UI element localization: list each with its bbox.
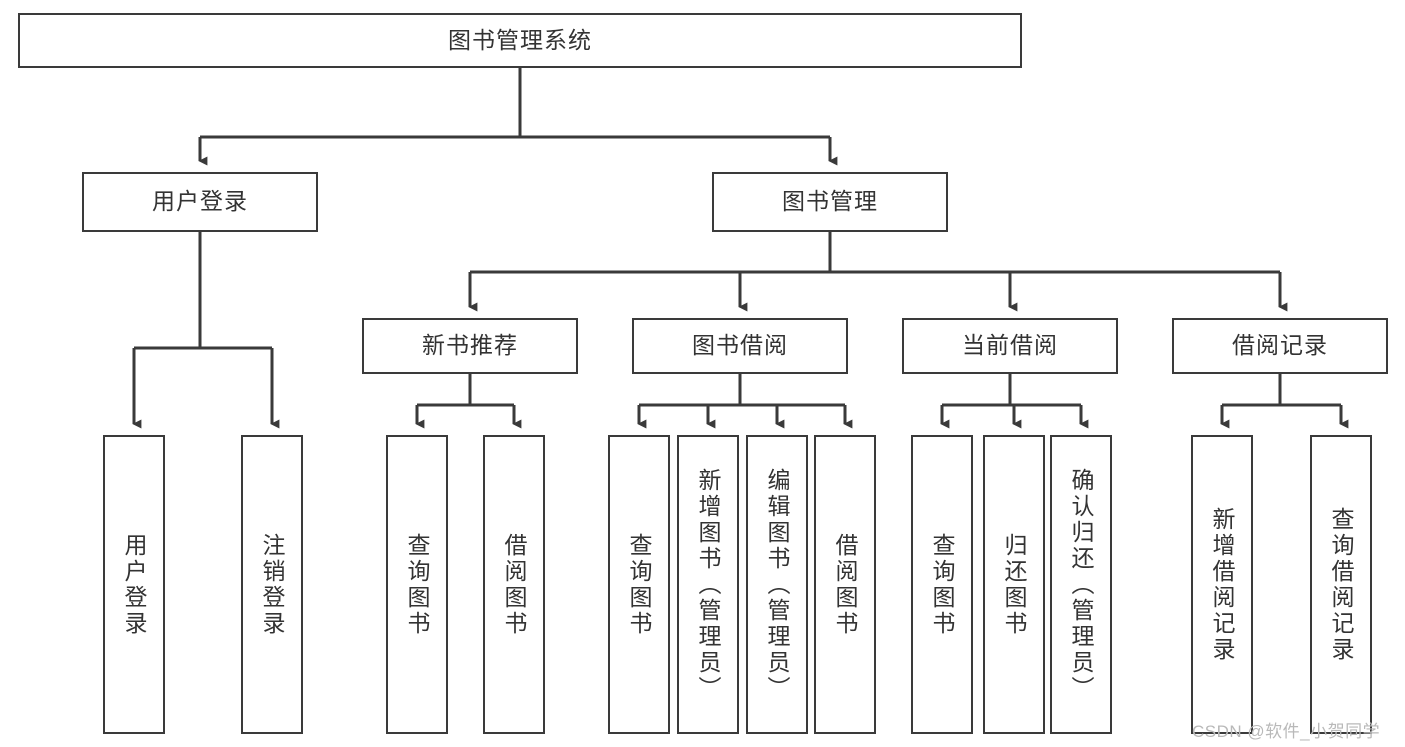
node-label: 当前借阅 xyxy=(962,332,1058,359)
node-label: 借阅图书 xyxy=(832,532,859,637)
leaf-return-book[interactable]: 归还图书 xyxy=(983,435,1045,734)
leaf-add-borrow-record[interactable]: 新增借阅记录 xyxy=(1191,435,1253,734)
leaf-query-book-borrow[interactable]: 查询图书 xyxy=(608,435,670,734)
node-new-book-recommend[interactable]: 新书推荐 xyxy=(362,318,578,374)
node-label: 查询图书 xyxy=(626,532,653,637)
leaf-query-borrow-record[interactable]: 查询借阅记录 xyxy=(1310,435,1372,734)
leaf-borrow-book-rec[interactable]: 借阅图书 xyxy=(483,435,545,734)
node-label: 新增借阅记录 xyxy=(1209,506,1236,663)
node-label: 借阅记录 xyxy=(1232,332,1328,359)
node-label: 图书借阅 xyxy=(692,332,788,359)
leaf-user-login[interactable]: 用户登录 xyxy=(103,435,165,734)
node-label: 图书管理 xyxy=(782,188,878,215)
node-label: 用户登录 xyxy=(152,188,248,215)
leaf-query-book-rec[interactable]: 查询图书 xyxy=(386,435,448,734)
node-label: 新增图书（管理员） xyxy=(695,467,722,702)
node-book-borrow[interactable]: 图书借阅 xyxy=(632,318,848,374)
node-label: 编辑图书（管理员） xyxy=(764,467,791,702)
node-label: 新书推荐 xyxy=(422,332,518,359)
leaf-user-logout[interactable]: 注销登录 xyxy=(241,435,303,734)
leaf-edit-book-admin[interactable]: 编辑图书（管理员） xyxy=(746,435,808,734)
node-root[interactable]: 图书管理系统 xyxy=(18,13,1022,68)
node-borrow-record[interactable]: 借阅记录 xyxy=(1172,318,1388,374)
node-label: 查询借阅记录 xyxy=(1328,506,1355,663)
leaf-add-book-admin[interactable]: 新增图书（管理员） xyxy=(677,435,739,734)
node-label: 查询图书 xyxy=(929,532,956,637)
node-label: 归还图书 xyxy=(1001,532,1028,637)
node-label: 注销登录 xyxy=(259,532,286,637)
node-book-manage[interactable]: 图书管理 xyxy=(712,172,948,232)
leaf-confirm-return-admin[interactable]: 确认归还（管理员） xyxy=(1050,435,1112,734)
watermark-text: CSDN @软件_小贺同学 xyxy=(1192,722,1381,741)
leaf-borrow-book[interactable]: 借阅图书 xyxy=(814,435,876,734)
node-label: 查询图书 xyxy=(404,532,431,637)
node-current-borrow[interactable]: 当前借阅 xyxy=(902,318,1118,374)
node-user-login[interactable]: 用户登录 xyxy=(82,172,318,232)
node-label: 确认归还（管理员） xyxy=(1068,467,1095,702)
leaf-query-book-current[interactable]: 查询图书 xyxy=(911,435,973,734)
node-label: 图书管理系统 xyxy=(448,26,592,53)
node-label: 借阅图书 xyxy=(501,532,528,637)
node-label: 用户登录 xyxy=(121,532,148,637)
